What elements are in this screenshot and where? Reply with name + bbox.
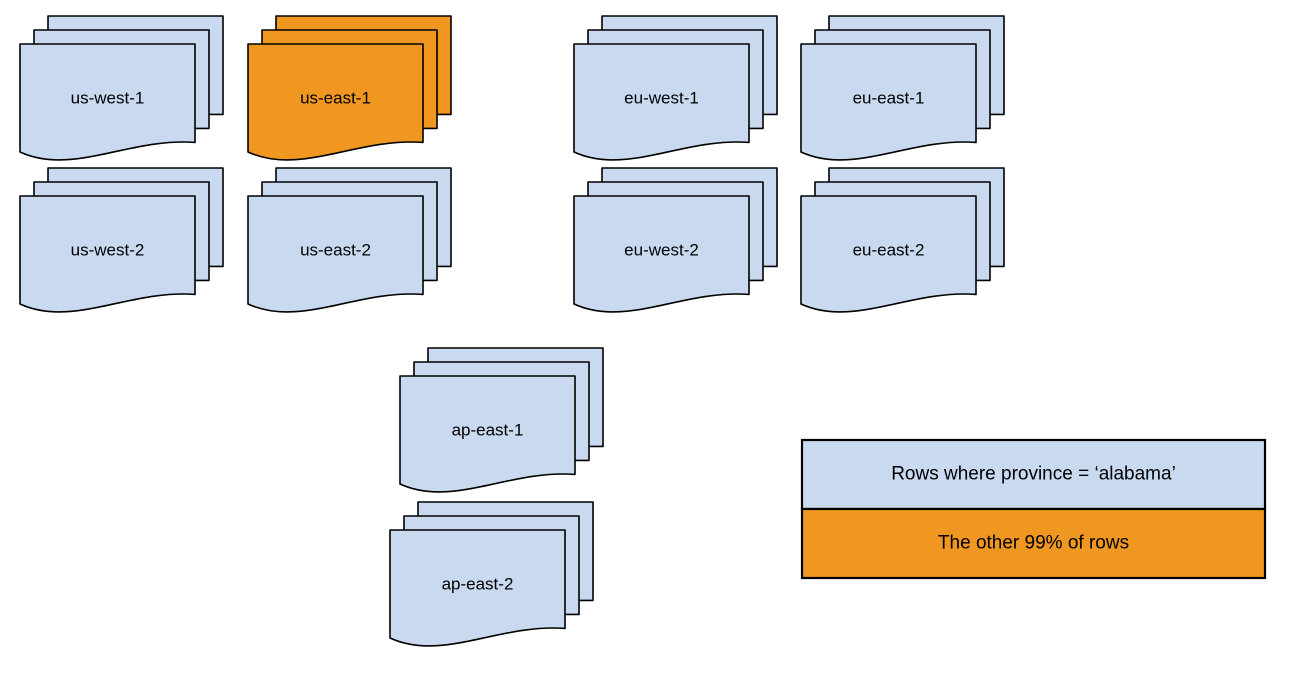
document-sheet-front[interactable] <box>573 195 750 313</box>
document-stack-label-us-east-2: us-east-2 <box>300 241 371 260</box>
document-sheet-front[interactable] <box>19 43 196 161</box>
document-stack-label-eu-east-1: eu-east-1 <box>853 89 925 108</box>
document-stack-ap-east-1[interactable]: ap-east-1 <box>399 347 604 493</box>
document-stack-us-east-2[interactable]: us-east-2 <box>247 167 452 313</box>
document-sheet-front[interactable] <box>19 195 196 313</box>
document-stack-ap-east-2[interactable]: ap-east-2 <box>389 501 594 647</box>
document-sheet-front[interactable] <box>247 43 424 161</box>
document-stack-us-west-2[interactable]: us-west-2 <box>19 167 224 313</box>
document-stack-label-us-east-1: us-east-1 <box>300 89 371 108</box>
document-stack-us-west-1[interactable]: us-west-1 <box>19 15 224 161</box>
legend-row-other-label: The other 99% of rows <box>938 533 1129 554</box>
document-stack-label-ap-east-1: ap-east-1 <box>452 421 524 440</box>
legend: Rows where province = ‘alabama’ The other… <box>800 438 1267 580</box>
document-sheet-front[interactable] <box>247 195 424 313</box>
document-stack-label-us-west-2: us-west-2 <box>71 241 145 260</box>
document-stack-label-eu-west-2: eu-west-2 <box>624 241 699 260</box>
document-stack-label-eu-west-1: eu-west-1 <box>624 89 699 108</box>
document-stack-us-east-1[interactable]: us-east-1 <box>247 15 452 161</box>
document-sheet-front[interactable] <box>399 375 576 493</box>
document-sheet-front[interactable] <box>800 43 977 161</box>
document-stack-eu-east-2[interactable]: eu-east-2 <box>800 167 1005 313</box>
document-stack-label-eu-east-2: eu-east-2 <box>853 241 925 260</box>
document-sheet-front[interactable] <box>800 195 977 313</box>
legend-swatch-other <box>800 507 1267 580</box>
document-stack-eu-east-1[interactable]: eu-east-1 <box>800 15 1005 161</box>
document-stacks-layer: us-west-1 us-east-1 eu-west-1 eu-east-1 us-w… <box>19 15 1005 647</box>
legend-row-matching-label: Rows where province = ‘alabama’ <box>891 464 1176 485</box>
document-stack-label-ap-east-2: ap-east-2 <box>442 575 514 594</box>
document-sheet-front[interactable] <box>573 43 750 161</box>
document-stack-label-us-west-1: us-west-1 <box>71 89 145 108</box>
document-sheet-front[interactable] <box>389 529 566 647</box>
legend-swatch-matching <box>800 438 1267 511</box>
document-stack-eu-west-2[interactable]: eu-west-2 <box>573 167 778 313</box>
document-stack-eu-west-1[interactable]: eu-west-1 <box>573 15 778 161</box>
